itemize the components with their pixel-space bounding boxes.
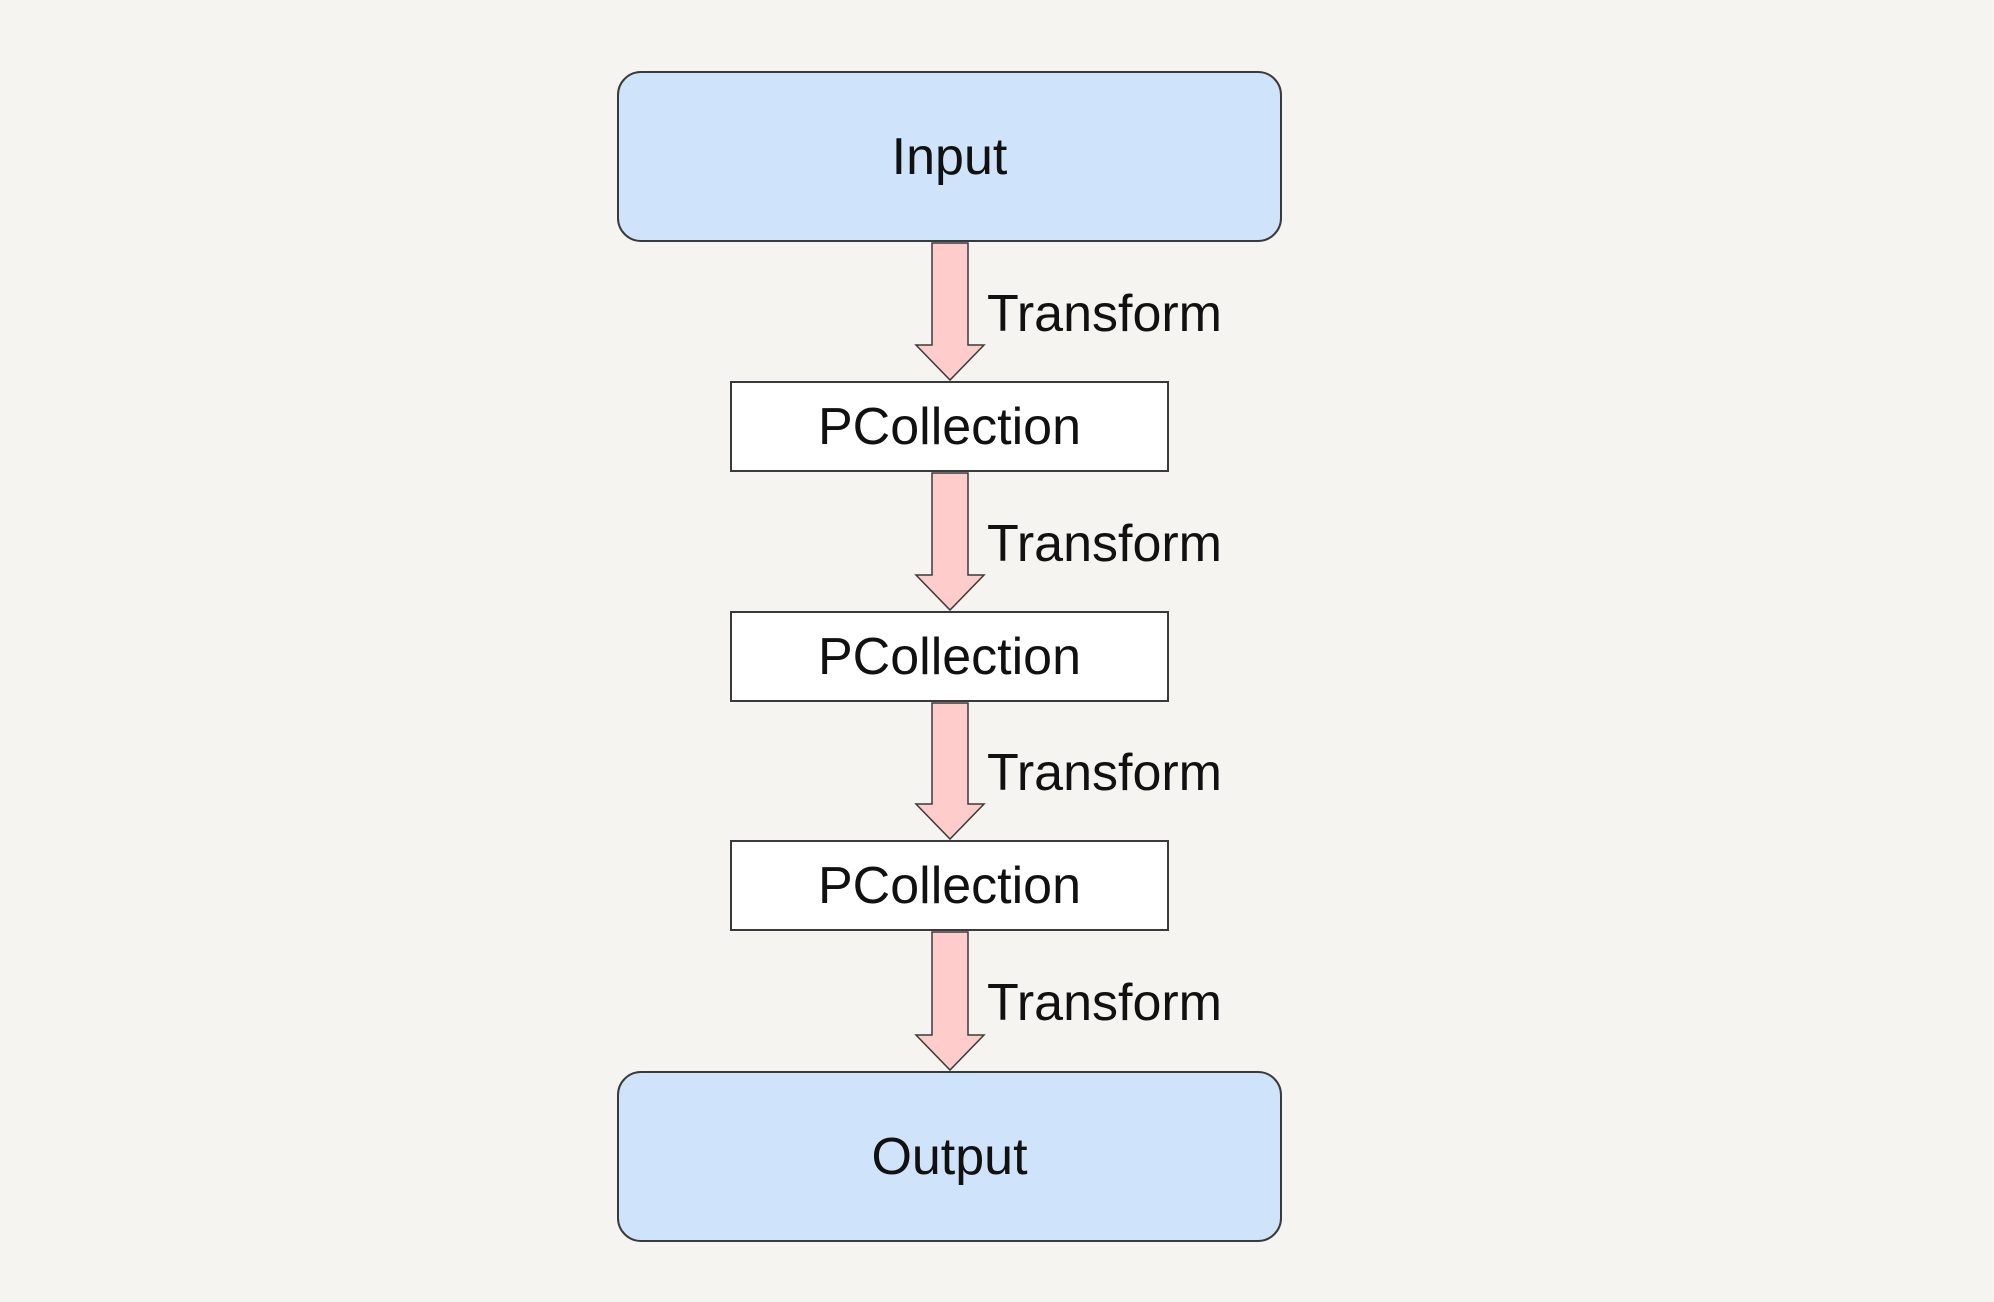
pcollection-node-1: PCollection bbox=[730, 381, 1169, 472]
transform-label-2: Transform bbox=[987, 515, 1222, 573]
pcollection-label-1: PCollection bbox=[817, 397, 1082, 456]
transform-arrow-4 bbox=[914, 931, 986, 1072]
transform-label-3: Transform bbox=[987, 744, 1222, 802]
pcollection-label-3: PCollection bbox=[817, 856, 1082, 915]
pcollection-node-2: PCollection bbox=[730, 611, 1169, 702]
transform-arrow-3 bbox=[914, 702, 986, 841]
pcollection-label-2: PCollection bbox=[817, 627, 1082, 686]
input-label: Input bbox=[891, 127, 1008, 186]
output-label: Output bbox=[871, 1127, 1028, 1186]
output-node: Output bbox=[617, 1071, 1282, 1242]
transform-arrow-2 bbox=[914, 472, 986, 612]
transform-label-1: Transform bbox=[987, 285, 1222, 343]
input-node: Input bbox=[617, 71, 1282, 242]
pcollection-node-3: PCollection bbox=[730, 840, 1169, 931]
transform-arrow-1 bbox=[914, 242, 986, 382]
transform-label-4: Transform bbox=[987, 974, 1222, 1032]
